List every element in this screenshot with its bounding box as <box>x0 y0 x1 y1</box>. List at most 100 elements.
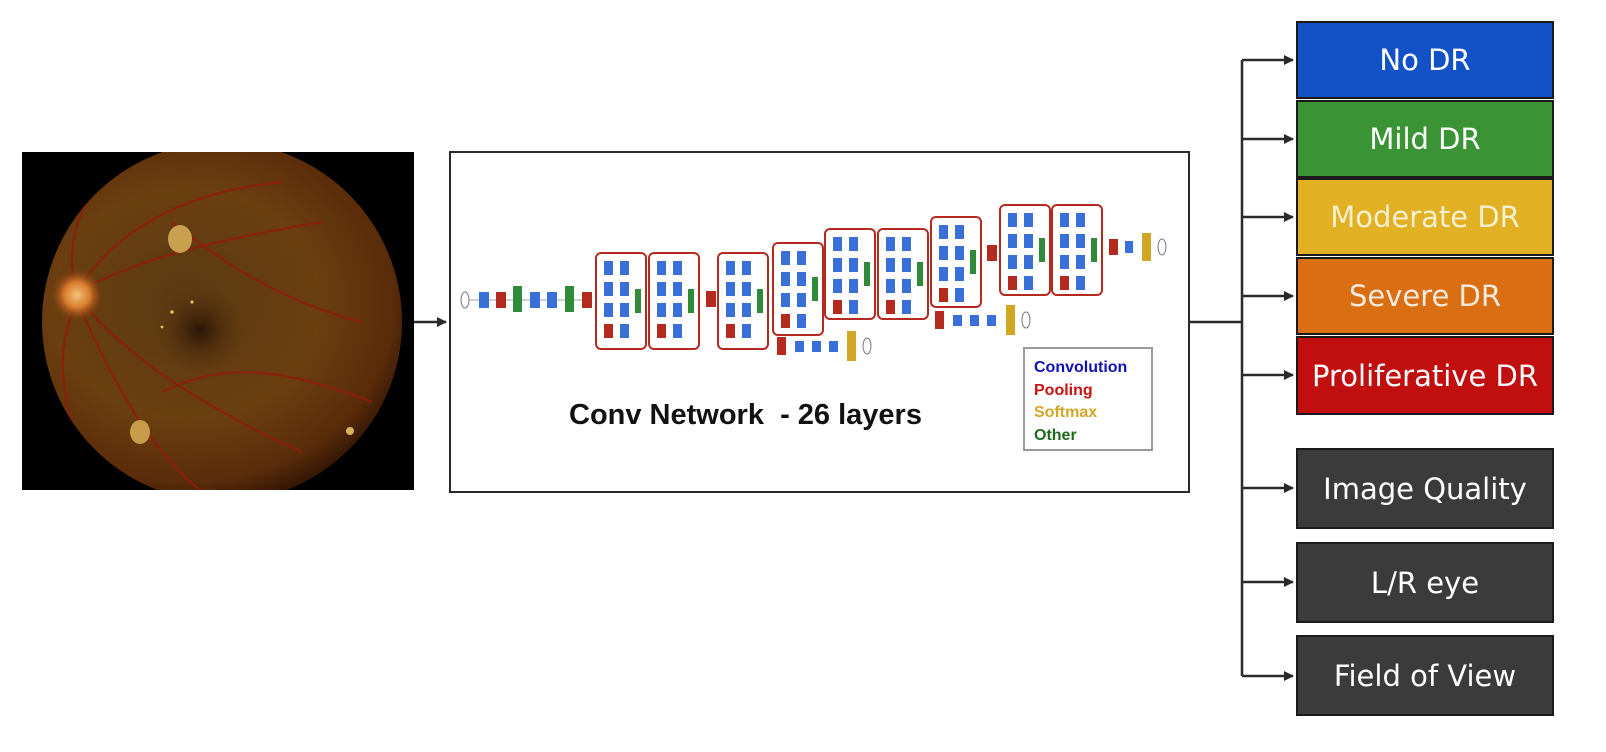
conv-network-box: Conv Network - 26 layers Convolution Poo… <box>449 151 1190 493</box>
conv-layer <box>953 315 962 326</box>
concat-layer <box>688 289 694 313</box>
output-moderate-dr: Moderate DR <box>1296 178 1554 256</box>
legend-other: Other <box>1034 426 1077 444</box>
conv-layer <box>955 267 964 281</box>
conv-layer <box>970 315 979 326</box>
conv-layer <box>1008 213 1017 227</box>
pool-layer <box>604 324 613 338</box>
output-proliferative-dr: Proliferative DR <box>1296 336 1554 415</box>
output-mild-dr: Mild DR <box>1296 100 1554 178</box>
conv-layer <box>479 292 489 308</box>
layer-legend: Convolution Pooling Softmax Other <box>1023 347 1153 451</box>
conv-layer <box>742 324 751 338</box>
conv-layer <box>726 261 735 275</box>
conv-layer <box>833 279 842 293</box>
conv-layer <box>1008 255 1017 269</box>
conv-layer <box>781 293 790 307</box>
conv-layer <box>1076 213 1085 227</box>
conv-layer <box>797 293 806 307</box>
inception-module <box>648 252 700 350</box>
conv-layer <box>939 225 948 239</box>
conv-layer <box>939 267 948 281</box>
aux-output-node <box>1021 311 1031 329</box>
conv-layer <box>620 324 629 338</box>
concat-layer <box>812 277 818 301</box>
pool-layer <box>833 300 842 314</box>
pool-layer <box>706 291 716 307</box>
concat-layer <box>917 262 923 286</box>
softmax-layer <box>1142 233 1151 261</box>
conv-layer <box>886 279 895 293</box>
output-label: Severe DR <box>1348 279 1502 313</box>
conv-layer <box>657 303 666 317</box>
output-image-quality: Image Quality <box>1296 448 1554 529</box>
conv-layer <box>1076 234 1085 248</box>
network-title: Conv Network - 26 layers <box>569 399 922 431</box>
conv-layer <box>673 324 682 338</box>
conv-layer <box>886 258 895 272</box>
conv-layer <box>530 292 540 308</box>
conv-layer <box>987 315 996 326</box>
conv-layer <box>742 303 751 317</box>
pool-layer <box>886 300 895 314</box>
pool-layer <box>1060 276 1069 290</box>
conv-layer <box>781 272 790 286</box>
conv-layer <box>849 279 858 293</box>
conv-layer <box>939 246 948 260</box>
conv-layer <box>620 261 629 275</box>
pool-layer <box>939 288 948 302</box>
pool-layer <box>1008 276 1017 290</box>
conv-layer <box>833 258 842 272</box>
inception-module <box>595 252 647 350</box>
pool-layer <box>777 337 786 355</box>
output-field-of-view: Field of View <box>1296 635 1554 716</box>
conv-layer <box>902 279 911 293</box>
output-label: L/R eye <box>1370 565 1480 600</box>
conv-layer <box>781 251 790 265</box>
conv-layer <box>726 282 735 296</box>
conv-layer <box>673 303 682 317</box>
concat-layer <box>970 250 976 274</box>
conv-layer <box>849 300 858 314</box>
other-layer <box>565 286 574 312</box>
pool-layer <box>781 314 790 328</box>
pool-layer <box>496 292 506 308</box>
pool-layer <box>1109 239 1118 255</box>
conv-layer <box>1076 255 1085 269</box>
conv-layer <box>742 261 751 275</box>
input-node <box>460 291 470 309</box>
legend-convolution: Convolution <box>1034 359 1128 376</box>
concat-layer <box>635 289 641 313</box>
conv-layer <box>1024 213 1033 227</box>
conv-layer <box>902 258 911 272</box>
conv-layer <box>1008 234 1017 248</box>
output-label: Field of View <box>1333 658 1517 693</box>
conv-layer <box>726 303 735 317</box>
output-severe-dr: Severe DR <box>1296 257 1554 335</box>
inception-module <box>1051 204 1103 296</box>
pool-layer <box>582 292 592 308</box>
output-no-dr: No DR <box>1296 21 1554 99</box>
conv-layer <box>1024 234 1033 248</box>
other-layer <box>513 286 522 312</box>
conv-layer <box>1076 276 1085 290</box>
conv-layer <box>902 237 911 251</box>
conv-layer <box>849 237 858 251</box>
conv-layer <box>1060 255 1069 269</box>
conv-layer <box>902 300 911 314</box>
retina-fundus-image <box>22 152 414 490</box>
conv-layer <box>886 237 895 251</box>
conv-layer <box>812 341 821 352</box>
conv-layer <box>1024 276 1033 290</box>
conv-layer <box>547 292 557 308</box>
pool-layer <box>935 311 944 329</box>
output-lr-eye: L/R eye <box>1296 542 1554 623</box>
conv-layer <box>657 261 666 275</box>
conv-layer <box>742 282 751 296</box>
output-label: No DR <box>1379 43 1471 77</box>
conv-layer <box>604 261 613 275</box>
concat-layer <box>1091 238 1097 262</box>
output-node <box>1157 238 1167 256</box>
conv-layer <box>673 282 682 296</box>
conv-layer <box>849 258 858 272</box>
